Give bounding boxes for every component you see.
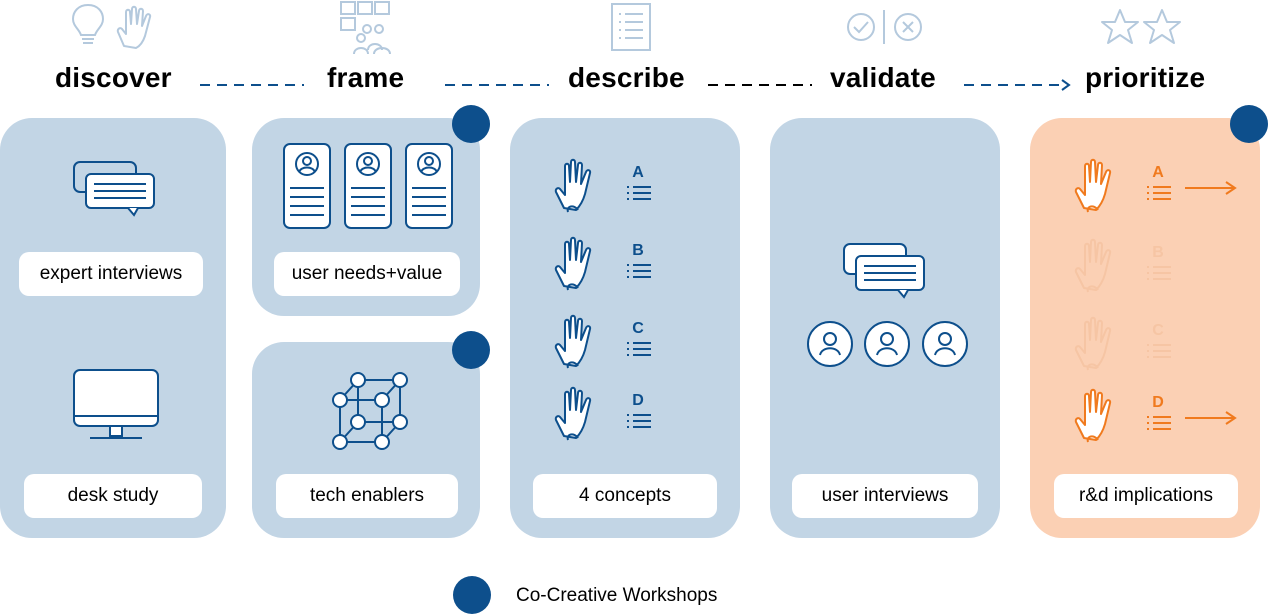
hand-icon — [1072, 156, 1118, 223]
list-icon — [626, 340, 652, 363]
divider-line — [883, 10, 885, 44]
list-icon — [1146, 342, 1172, 365]
concept-letter: B — [1152, 244, 1164, 261]
arrow-right-icon — [1184, 180, 1238, 201]
label-rd-implications: r&d implications — [1054, 474, 1238, 518]
monitor-icon — [73, 369, 159, 439]
user-avatar-icon — [864, 321, 910, 367]
stage-prioritize: prioritize — [1085, 62, 1206, 93]
hand-icon — [552, 312, 598, 379]
legend-workshop-marker — [453, 576, 491, 614]
connector-dashed — [200, 84, 304, 86]
x-circle-icon — [894, 13, 922, 41]
chat-bubbles-icon — [843, 243, 925, 299]
hand-icon — [552, 234, 598, 301]
persona-cards-icon — [283, 143, 453, 229]
network-cube-icon — [332, 372, 408, 450]
hand-icon — [552, 156, 598, 223]
label-4-concepts: 4 concepts — [533, 474, 717, 518]
arrow-right-icon — [1184, 410, 1238, 431]
label-tech-enablers: tech enablers — [276, 474, 458, 518]
legend-label: Co-Creative Workshops — [516, 585, 718, 606]
label-user-interviews: user interviews — [792, 474, 978, 518]
star-icon — [1143, 9, 1181, 44]
workshop-marker — [452, 331, 490, 369]
user-avatar-icon — [807, 321, 853, 367]
concept-letter: A — [1152, 164, 1164, 181]
hand-icon — [552, 384, 598, 451]
stage-discover: discover — [55, 62, 172, 93]
user-avatar-icon — [922, 321, 968, 367]
workshop-marker — [452, 105, 490, 143]
list-icon — [626, 412, 652, 435]
hand-icon — [116, 5, 152, 49]
stage-frame: frame — [327, 62, 405, 93]
star-icon — [1101, 9, 1139, 44]
concept-letter: D — [1152, 394, 1164, 411]
connector-dashed — [708, 84, 812, 86]
label-desk-study: desk study — [24, 474, 202, 518]
concept-letter: C — [1152, 322, 1164, 339]
card-describe — [510, 118, 740, 538]
stage-validate: validate — [830, 62, 936, 93]
label-expert-interviews: expert interviews — [19, 252, 203, 296]
chat-bubbles-icon — [73, 161, 155, 217]
concept-letter: C — [632, 320, 644, 337]
people-grid-icon — [340, 1, 391, 55]
workshop-marker — [1230, 105, 1268, 143]
check-circle-icon — [847, 13, 875, 41]
label-user-needs-value: user needs+value — [274, 252, 460, 296]
connector-arrow — [964, 79, 1071, 91]
list-icon — [626, 262, 652, 285]
document-list-icon — [611, 3, 651, 51]
list-icon — [626, 184, 652, 207]
list-icon — [1146, 184, 1172, 207]
concept-letter: D — [632, 392, 644, 409]
list-icon — [1146, 414, 1172, 437]
lightbulb-icon — [71, 3, 105, 44]
hand-icon — [1072, 236, 1118, 303]
concept-letter: A — [632, 164, 644, 181]
stage-describe: describe — [568, 62, 685, 93]
connector-dashed — [445, 84, 549, 86]
list-icon — [1146, 264, 1172, 287]
hand-icon — [1072, 386, 1118, 453]
concept-letter: B — [632, 242, 644, 259]
hand-icon — [1072, 314, 1118, 381]
